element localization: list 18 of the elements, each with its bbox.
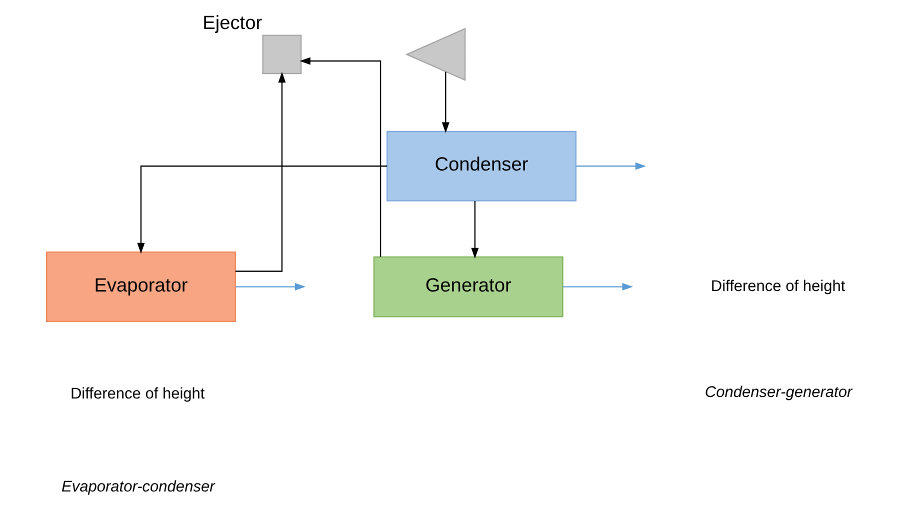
node-box: Evaporator	[46, 251, 236, 322]
label: Difference of height	[70, 384, 205, 402]
node-box	[262, 34, 302, 74]
label: Condenser-generator	[704, 384, 852, 401]
arrow	[563, 282, 634, 290]
node-triangle	[405, 27, 466, 80]
node-box: Condenser	[386, 130, 576, 201]
arrow	[137, 165, 388, 254]
arrow	[471, 200, 479, 258]
node-label: Ejector	[202, 12, 262, 34]
arrow	[300, 56, 382, 256]
arrow	[235, 71, 286, 272]
arrow	[236, 282, 306, 290]
label: Difference of height	[710, 277, 846, 294]
arrow	[442, 71, 450, 133]
arrow	[576, 162, 646, 170]
node-box: Generator	[373, 256, 564, 317]
label: Evaporator-condenser	[62, 478, 215, 496]
